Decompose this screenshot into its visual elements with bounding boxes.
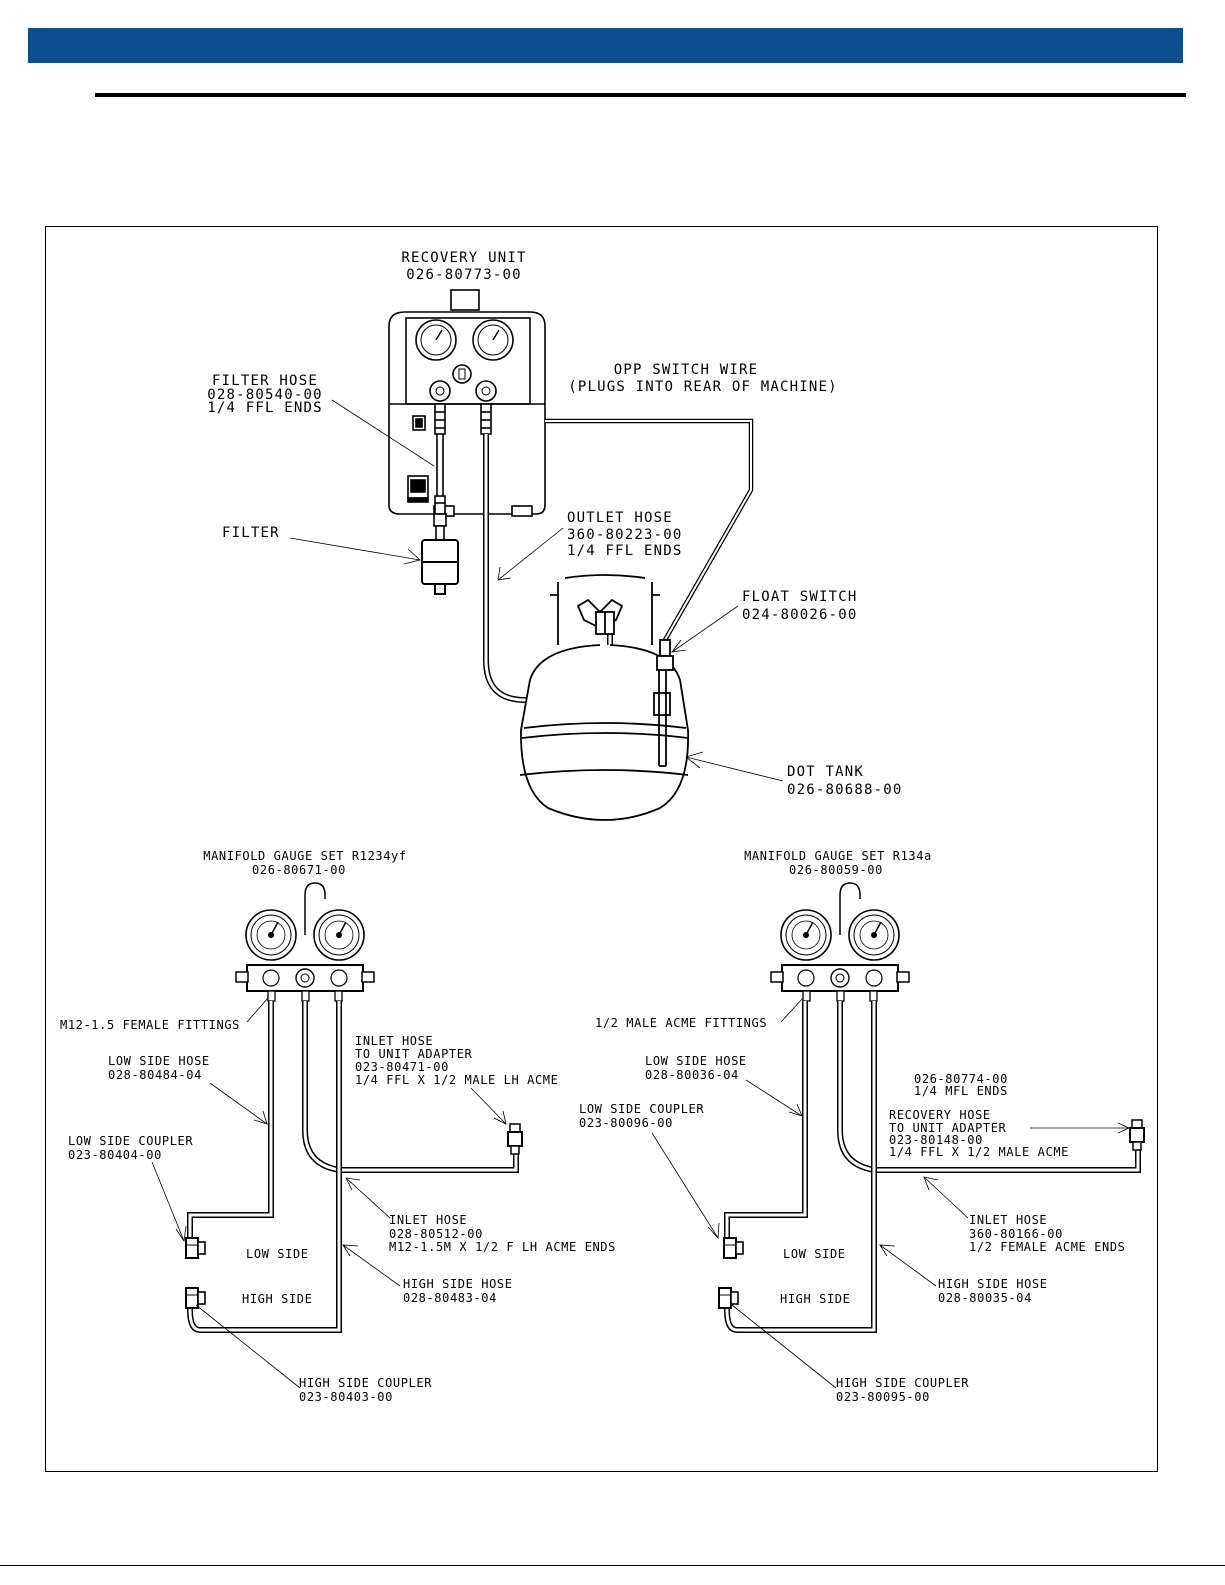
- recovery-unit-name: RECOVERY UNIT: [401, 250, 526, 266]
- right-set-part: 026-80059-00: [789, 863, 883, 877]
- right-high-side-label: HIGH SIDE: [780, 1292, 850, 1306]
- footer-rule: [0, 1565, 1225, 1566]
- recovery-unit-drawing: [388, 289, 546, 517]
- opp-switch-wire-name: OPP SWITCH WIRE: [614, 362, 758, 378]
- right-inlet-hose-part: 360-80166-00: [969, 1227, 1063, 1241]
- right-high-side-hose-name: HIGH SIDE HOSE: [938, 1277, 1048, 1291]
- float-switch-name: FLOAT SWITCH: [742, 589, 858, 605]
- opp-switch-wire-note: (PLUGS INTO REAR OF MACHINE): [568, 379, 838, 395]
- right-inlet-hose-name: INLET HOSE: [969, 1213, 1047, 1227]
- left-inlet-adapter-part: 023-80471-00: [355, 1060, 449, 1074]
- right-high-side-coupler-name: HIGH SIDE COUPLER: [836, 1376, 969, 1390]
- dot-tank-name: DOT TANK: [787, 764, 864, 780]
- dot-tank-part: 026-80688-00: [787, 782, 903, 798]
- filter-hose-part: 028-80540-00: [207, 387, 323, 403]
- left-low-side-label: LOW SIDE: [246, 1247, 309, 1261]
- left-inlet-hose-part: 028-80512-00: [389, 1227, 483, 1241]
- left-inlet-hose-name: INLET HOSE: [389, 1213, 467, 1227]
- header-bar: [28, 28, 1183, 63]
- left-inlet-adapter-line1: INLET HOSE: [355, 1034, 433, 1048]
- right-low-side-hose-name: LOW SIDE HOSE: [645, 1054, 747, 1068]
- filter-hose-spec: 1/4 FFL ENDS: [207, 400, 323, 416]
- right-low-side-coupler-name: LOW SIDE COUPLER: [579, 1102, 704, 1116]
- right-low-side-coupler-part: 023-80096-00: [579, 1116, 673, 1130]
- filter-hose-drawing: [433, 434, 447, 541]
- left-set-title: MANIFOLD GAUGE SET R1234yf: [203, 849, 406, 863]
- right-inlet-hose-spec: 1/2 FEMALE ACME ENDS: [969, 1240, 1126, 1254]
- right-set-title: MANIFOLD GAUGE SET R134a: [744, 849, 932, 863]
- left-inlet-adapter-spec: 1/4 FFL X 1/2 MALE LH ACME: [355, 1073, 558, 1087]
- dot-tank-drawing: [519, 574, 689, 821]
- left-high-side-hose-name: HIGH SIDE HOSE: [403, 1277, 513, 1291]
- right-recovery-adapter-line2: TO UNIT ADAPTER: [889, 1121, 1007, 1135]
- right-high-side-coupler-part: 023-80095-00: [836, 1390, 930, 1404]
- right-adapter-kit-part: 026-80774-00: [914, 1072, 1008, 1086]
- left-inlet-hose-spec: M12-1.5M X 1/2 F LH ACME ENDS: [389, 1240, 616, 1254]
- left-set-part: 026-80671-00: [252, 863, 346, 877]
- left-high-side-coupler-part: 023-80403-00: [299, 1390, 393, 1404]
- outlet-hose-spec: 1/4 FFL ENDS: [567, 543, 683, 559]
- right-high-side-hose-part: 028-80035-04: [938, 1291, 1032, 1305]
- right-adapter-kit-spec: 1/4 MFL ENDS: [914, 1084, 1008, 1098]
- header-rule: [95, 93, 1186, 97]
- filter-hose-name: FILTER HOSE: [212, 373, 318, 389]
- diagram-frame: [45, 226, 1158, 1472]
- leader-lines: [151, 399, 1130, 1389]
- right-recovery-adapter-spec: 1/4 FFL X 1/2 MALE ACME: [889, 1145, 1069, 1159]
- filter-drawing: [421, 539, 459, 595]
- right-recovery-adapter-part: 023-80148-00: [889, 1133, 983, 1147]
- left-low-side-hose-name: LOW SIDE HOSE: [108, 1054, 210, 1068]
- right-set-fittings: 1/2 MALE ACME FITTINGS: [595, 1016, 767, 1030]
- right-low-side-label: LOW SIDE: [783, 1247, 846, 1261]
- left-low-side-coupler-part: 023-80404-00: [68, 1148, 162, 1162]
- right-recovery-adapter-line1: RECOVERY HOSE: [889, 1108, 991, 1122]
- left-high-side-coupler-name: HIGH SIDE COUPLER: [299, 1376, 432, 1390]
- right-manifold-drawing: [718, 883, 1145, 1333]
- outlet-hose-part: 360-80223-00: [567, 527, 683, 543]
- left-set-fittings: M12-1.5 FEMALE FITTINGS: [60, 1018, 240, 1032]
- left-high-side-label: HIGH SIDE: [242, 1292, 312, 1306]
- left-inlet-adapter-line2: TO UNIT ADAPTER: [355, 1047, 473, 1061]
- recovery-unit-part: 026-80773-00: [406, 267, 522, 283]
- right-low-side-hose-part: 028-80036-04: [645, 1068, 739, 1082]
- labels: RECOVERY UNIT 026-80773-00 OPP SWITCH WI…: [60, 250, 1126, 1404]
- left-manifold-drawing: [185, 883, 523, 1333]
- float-switch-part: 024-80026-00: [742, 607, 858, 623]
- filter-label: FILTER: [222, 525, 280, 541]
- left-low-side-coupler-name: LOW SIDE COUPLER: [68, 1134, 193, 1148]
- left-high-side-hose-part: 028-80483-04: [403, 1291, 497, 1305]
- outlet-hose-name: OUTLET HOSE: [567, 510, 673, 526]
- left-low-side-hose-part: 028-80484-04: [108, 1068, 202, 1082]
